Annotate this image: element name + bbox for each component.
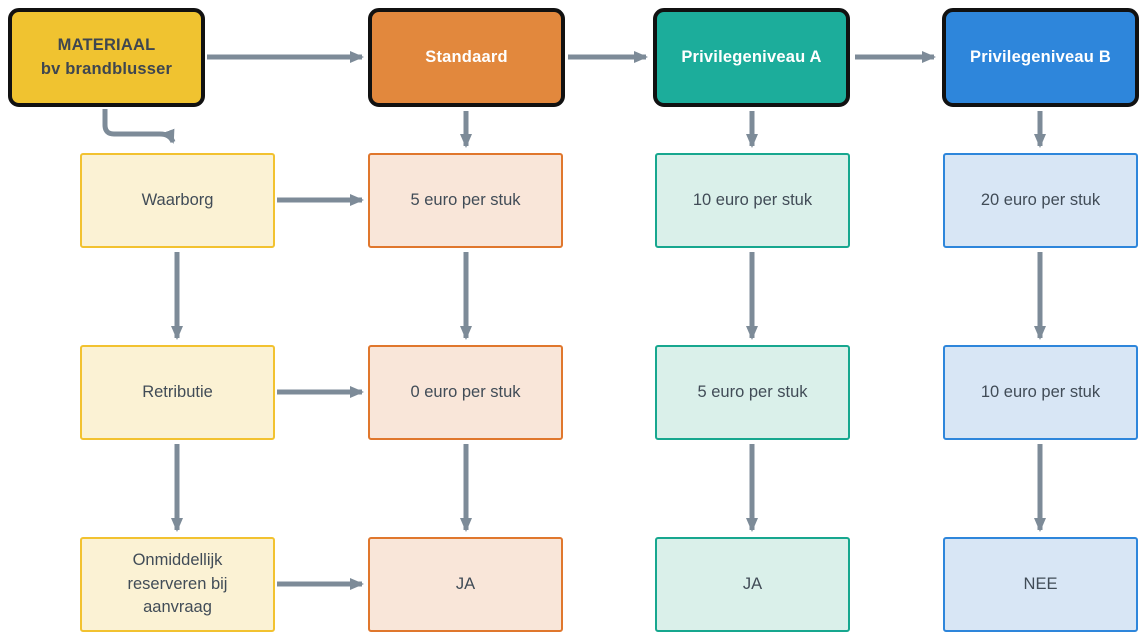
cell-materiaal-waarborg: Waarborg (80, 153, 275, 248)
cell-standaard-waarborg: 5 euro per stuk (368, 153, 563, 248)
cell-niveau-b-retributie: 10 euro per stuk (943, 345, 1138, 440)
header-privilegeniveau-a: Privilegeniveau A (653, 8, 850, 107)
header-materiaal: MATERIAAL bv brandblusser (8, 8, 205, 107)
cell-materiaal-retributie: Retributie (80, 345, 275, 440)
cell-niveau-a-reserveren: JA (655, 537, 850, 632)
cell-standaard-reserveren: JA (368, 537, 563, 632)
cell-standaard-retributie: 0 euro per stuk (368, 345, 563, 440)
cell-materiaal-reserveren: Onmiddellijk reserveren bij aanvraag (80, 537, 275, 632)
cell-niveau-b-reserveren: NEE (943, 537, 1138, 632)
arrow-header1-to-waarborg (102, 109, 176, 144)
header-standaard: Standaard (368, 8, 565, 107)
cell-niveau-a-waarborg: 10 euro per stuk (655, 153, 850, 248)
header-privilegeniveau-b: Privilegeniveau B (942, 8, 1139, 107)
cell-niveau-b-waarborg: 20 euro per stuk (943, 153, 1138, 248)
cell-niveau-a-retributie: 5 euro per stuk (655, 345, 850, 440)
